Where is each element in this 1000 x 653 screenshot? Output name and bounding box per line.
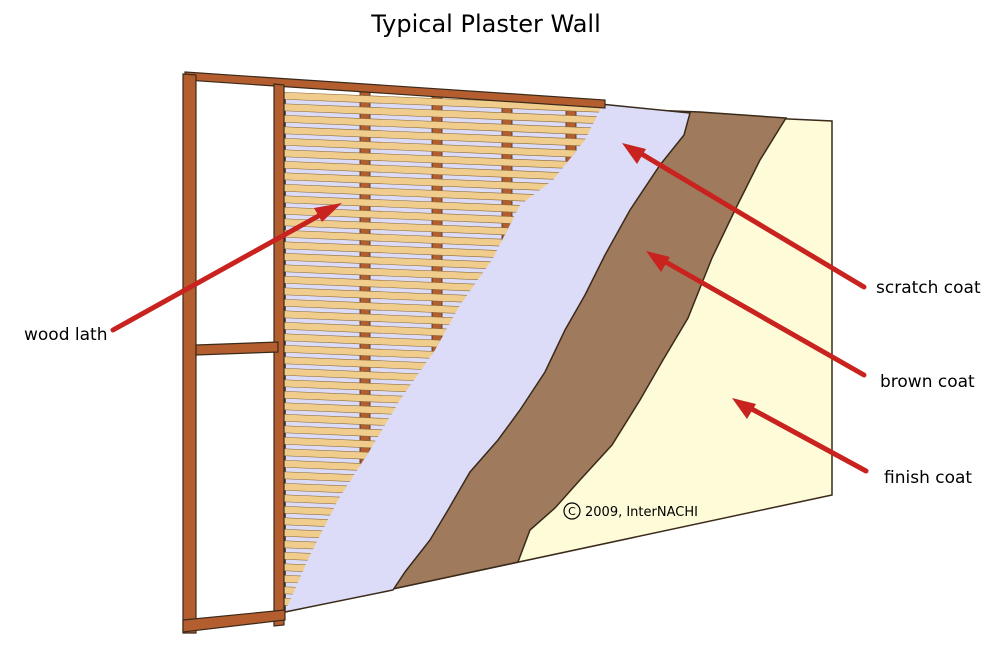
- wood-lath-arrowhead: [314, 203, 342, 222]
- lath-strip: [277, 609, 603, 615]
- lath-strip: [277, 137, 603, 160]
- scratch-coat-arrowhead: [622, 143, 646, 164]
- fire-block: [195, 341, 279, 356]
- copyright-icon-glyph: C: [568, 505, 576, 518]
- lath-strip: [277, 126, 603, 148]
- brown-coat-arrow-line: [661, 258, 867, 378]
- lath-strip: [277, 160, 603, 183]
- callout-arrows: [110, 143, 869, 474]
- lath-strip: [277, 621, 620, 642]
- scratch-coat-label: scratch coat: [876, 278, 981, 298]
- left-stud: [182, 73, 197, 634]
- lath-strip: [277, 114, 603, 137]
- copyright-notice: C 2009, InterNACHI: [563, 502, 698, 520]
- scratch-coat-arrow-line: [637, 150, 867, 290]
- center-stud: [273, 83, 285, 627]
- wood-lath-label: wood lath: [24, 325, 107, 345]
- lath-strip: [277, 149, 603, 171]
- finish-coat-arrow-line: [747, 405, 869, 474]
- diagram-title: Typical Plaster Wall: [370, 10, 601, 38]
- bottom-plate: [182, 609, 286, 633]
- copyright-text: 2009, InterNACHI: [585, 505, 698, 520]
- copyright-icon: [563, 502, 581, 520]
- brown-coat-label: brown coat: [880, 372, 975, 392]
- finish-coat-arrowhead: [732, 398, 756, 419]
- brown-coat-arrowhead: [646, 251, 670, 272]
- lath-strip: [277, 172, 603, 194]
- finish-coat-label: finish coat: [884, 468, 972, 488]
- stud-frame: [182, 71, 606, 634]
- wood-lath-arrow-line: [110, 211, 325, 333]
- lath-strip: [277, 103, 603, 125]
